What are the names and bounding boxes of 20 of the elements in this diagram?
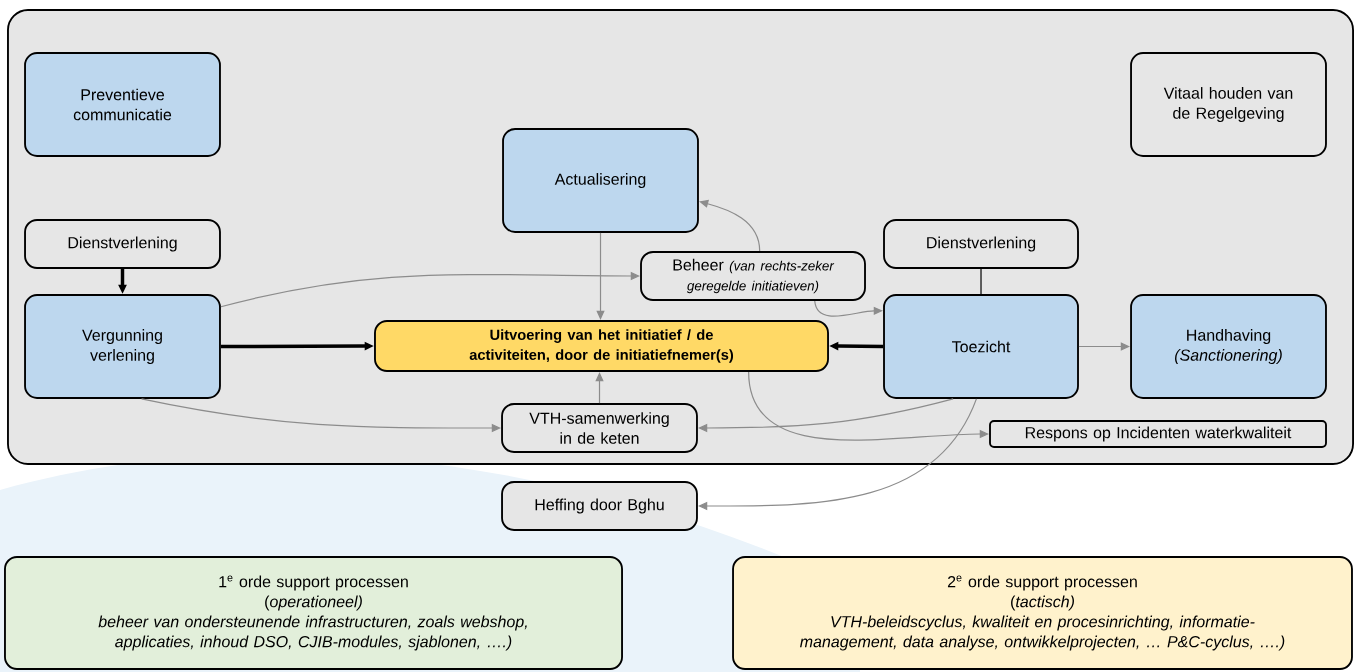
support-box: 2$^{e}$ orde support processen (tactisch) VTH-beleidscyclus, kwaliteit en procesinrichting, informatie-management, data analyse, ontwikkelprojecten, … P&C-cyclus, ….) [732, 556, 1353, 670]
arrow [596, 232, 605, 320]
process-box: Vitaal houden van de Regelgeving [1130, 52, 1327, 157]
process-box: Handhaving (Sanctionering) [1130, 294, 1327, 399]
arrow [748, 371, 989, 441]
process-box: Beheer (van rechts-zeker geregelde initiatieven) [640, 251, 866, 301]
process-box: Vergunning verlening [24, 294, 221, 399]
process-box: Dienstverlening [883, 219, 1079, 269]
central-process-box: Uitvoering van het initiatief / de activiteiten, door de initiatiefnemer(s) [374, 320, 829, 372]
process-box: Toezicht [883, 294, 1079, 399]
process-box: VTH-samenwerking in de keten [501, 403, 698, 453]
process-box: Respons op Incidenten waterkwaliteit [989, 420, 1327, 448]
arrow [814, 300, 883, 317]
arrow [220, 271, 640, 308]
arrow [595, 372, 604, 404]
support-box: 1$^{e}$ orde support processen (operationeel) beheer van ondersteunende infrastructuren, zoals webshop, applicaties, inhoud DSO, CJIB-modules, sjablonen, ….) [4, 556, 623, 670]
process-box: Preventieve communicatie [24, 52, 221, 157]
process-box: Heffing door Bghu [501, 481, 698, 531]
process-box: Actualisering [502, 128, 699, 233]
process-box: Dienstverlening [24, 219, 221, 269]
